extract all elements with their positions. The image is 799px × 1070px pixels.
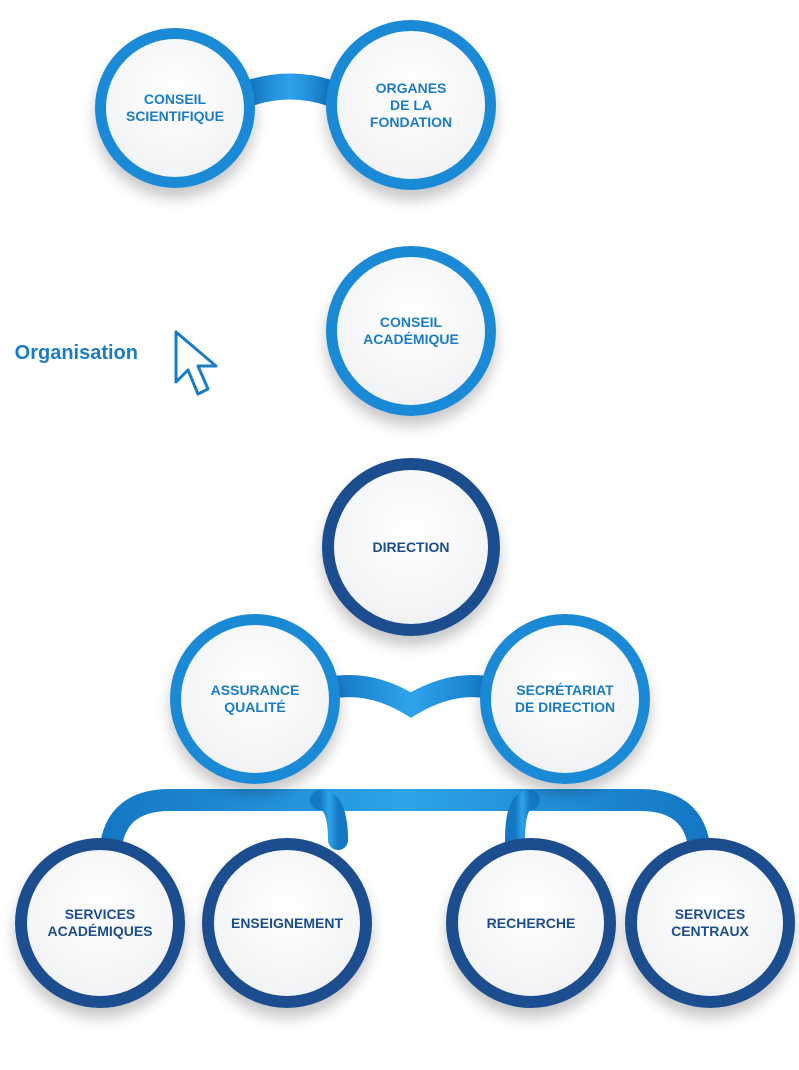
connector-top-bridge [237,73,343,106]
connector-branch-middle [319,675,503,718]
node-label: ASSURANCE QUALITÉ [210,682,300,715]
node-label: DIRECTION [372,538,450,555]
node-label: RECHERCHE [486,914,576,931]
node-secretariat-direction[interactable]: SECRÉTARIAT DE DIRECTION [480,614,650,784]
node-label: ENSEIGNEMENT [230,914,343,931]
node-label: SERVICES CENTRAUX [671,906,749,939]
node-label: SERVICES ACADÉMIQUES [47,906,153,939]
node-label: SECRÉTARIAT DE DIRECTION [514,682,616,715]
node-direction[interactable]: DIRECTION [322,458,500,636]
node-conseil-academique[interactable]: CONSEIL ACADÉMIQUE [326,246,496,416]
node-conseil-scientifique[interactable]: CONSEIL SCIENTIFIQUE [95,28,255,188]
node-enseignement[interactable]: ENSEIGNEMENT [202,838,372,1008]
organisation-link[interactable]: Organisation [0,342,138,365]
node-services-academiques[interactable]: SERVICES ACADÉMIQUES [15,838,185,1008]
pointer-cursor-icon [174,330,218,396]
connector-drop-recherche [505,790,540,850]
node-recherche[interactable]: RECHERCHE [446,838,616,1008]
organisation-link-label: Organisation [14,342,138,364]
node-label: CONSEIL SCIENTIFIQUE [125,91,224,124]
node-services-centraux[interactable]: SERVICES CENTRAUX [625,838,795,1008]
node-organes-fondation[interactable]: ORGANES DE LA FONDATION [326,20,496,190]
connector-drop-enseignement [310,790,348,850]
node-assurance-qualite[interactable]: ASSURANCE QUALITÉ [170,614,340,784]
node-label: CONSEIL ACADÉMIQUE [363,314,459,347]
node-label: ORGANES DE LA FONDATION [369,79,453,130]
connector-bottom-bar [99,789,711,871]
